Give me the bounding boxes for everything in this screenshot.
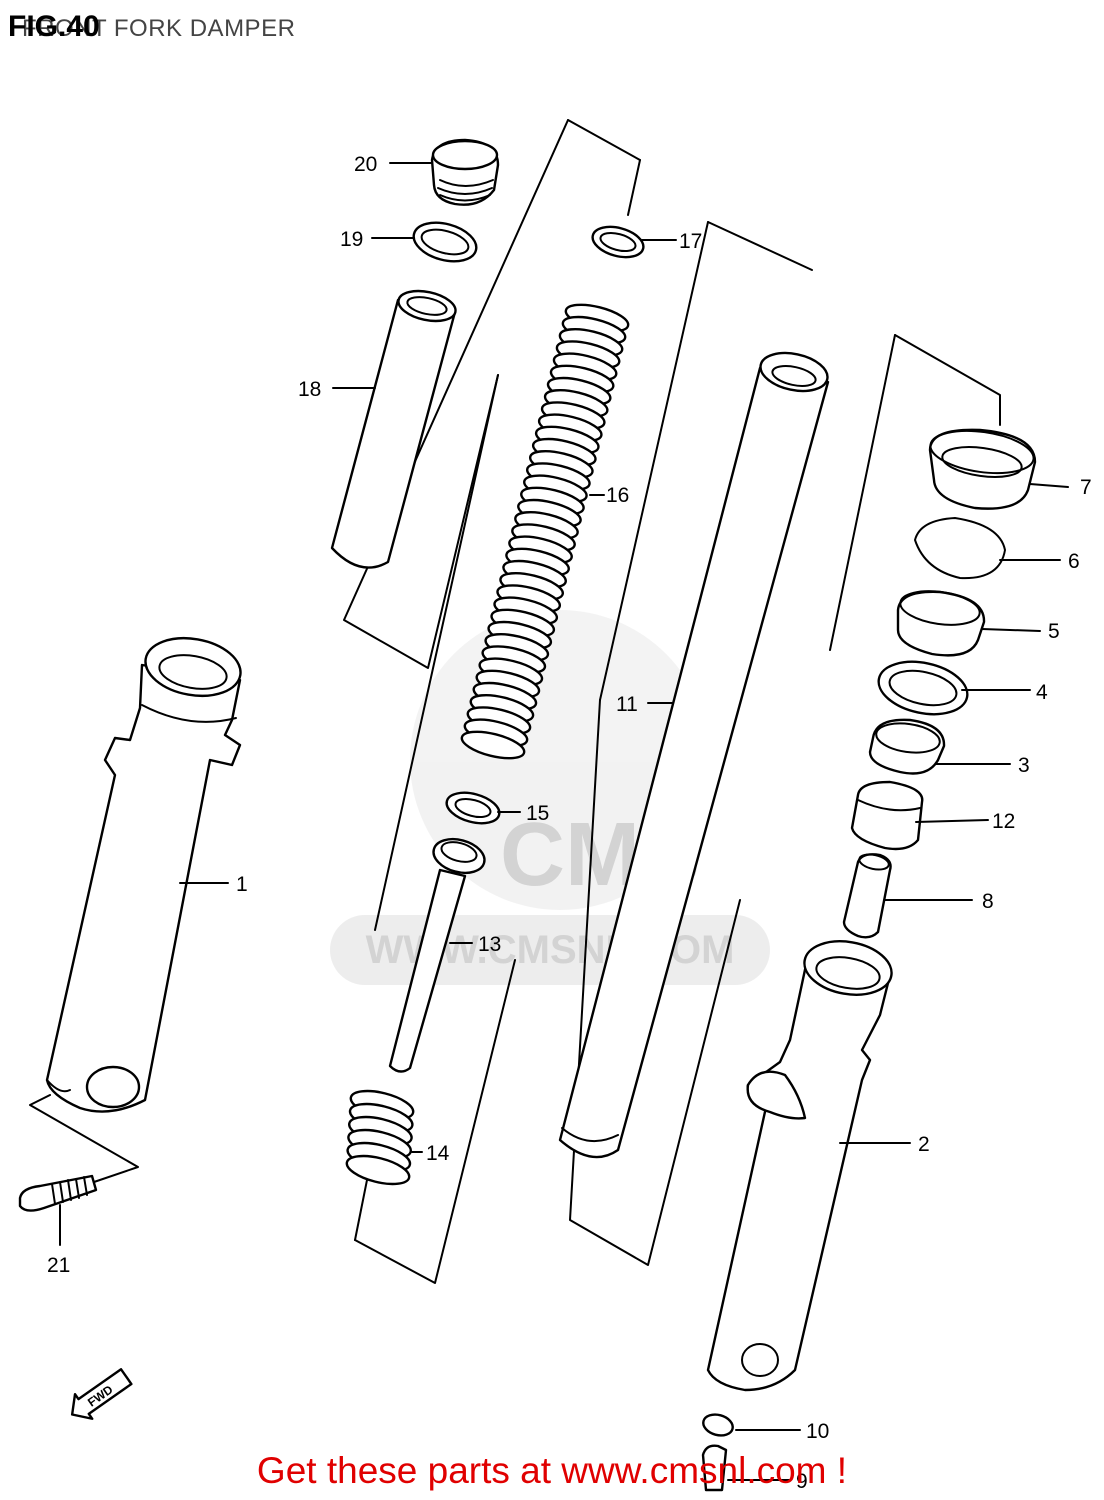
- rebound-spring-part: [345, 1089, 415, 1186]
- leader-lines: [59, 162, 1069, 1481]
- callout-14: 14: [426, 1142, 450, 1165]
- drain-screw-part: [701, 1444, 728, 1492]
- spring-coil: [460, 730, 526, 760]
- slide-bushing-part: [842, 853, 892, 939]
- callout-8: 8: [982, 890, 994, 913]
- gasket-part: [702, 1413, 734, 1437]
- callout-19: 19: [340, 228, 363, 251]
- figure-label: FIG.40: [8, 10, 100, 43]
- callout-10: 10: [806, 1420, 829, 1443]
- callout-15: 15: [526, 802, 549, 825]
- guide-bushing-part: [850, 780, 924, 851]
- callout-6: 6: [1068, 550, 1080, 573]
- bolt-leader: [29, 1094, 139, 1183]
- inner-tube-part: [558, 351, 830, 1159]
- callout-2: 2: [918, 1133, 930, 1156]
- outer-tube-left-part: [45, 636, 242, 1113]
- cap-bolt-part: [430, 138, 500, 206]
- callout-12: 12: [992, 810, 1015, 833]
- dust-seal-part: [928, 428, 1037, 510]
- fork-spring-part: [460, 303, 630, 760]
- guide-panels: [343, 119, 1001, 1284]
- stopper-ring-part: [914, 517, 1006, 580]
- forward-direction-arrow: FWD: [70, 1368, 133, 1420]
- callout-9: 9: [796, 1470, 808, 1493]
- promo-link-text[interactable]: Get these parts at www.cmsnl.com !: [256, 1450, 848, 1491]
- callout-7: 7: [1080, 476, 1092, 499]
- spacer-part: [330, 289, 457, 569]
- callout-16: 16: [606, 484, 629, 507]
- callout-18: 18: [298, 378, 321, 401]
- damper-rod-bolt-part: [18, 1174, 98, 1212]
- callout-numbers: 20 19 17 18 16 7 6 5 4 3 12 8 11 15 13 1…: [47, 153, 1092, 1493]
- callout-4: 4: [1036, 681, 1048, 704]
- outer-tube-right-part: [706, 940, 893, 1392]
- seal-spacer-part: [868, 718, 946, 775]
- callout-17: 17: [679, 230, 702, 253]
- oil-seal-retainer-part: [896, 590, 986, 657]
- callout-11: 11: [616, 693, 638, 716]
- callout-3: 3: [1018, 754, 1030, 777]
- o-ring-part: [412, 221, 478, 263]
- figure-subtitle: FRONT FORK DAMPER: [22, 15, 296, 42]
- oil-seal-part: [877, 660, 969, 716]
- spring-coil: [345, 1154, 411, 1186]
- callout-21: 21: [47, 1254, 70, 1277]
- callout-13: 13: [478, 933, 501, 956]
- damper-rod-part: [388, 837, 486, 1073]
- callout-5: 5: [1048, 620, 1060, 643]
- callout-20: 20: [354, 153, 377, 176]
- washer-part: [591, 225, 645, 259]
- callout-1: 1: [236, 873, 248, 896]
